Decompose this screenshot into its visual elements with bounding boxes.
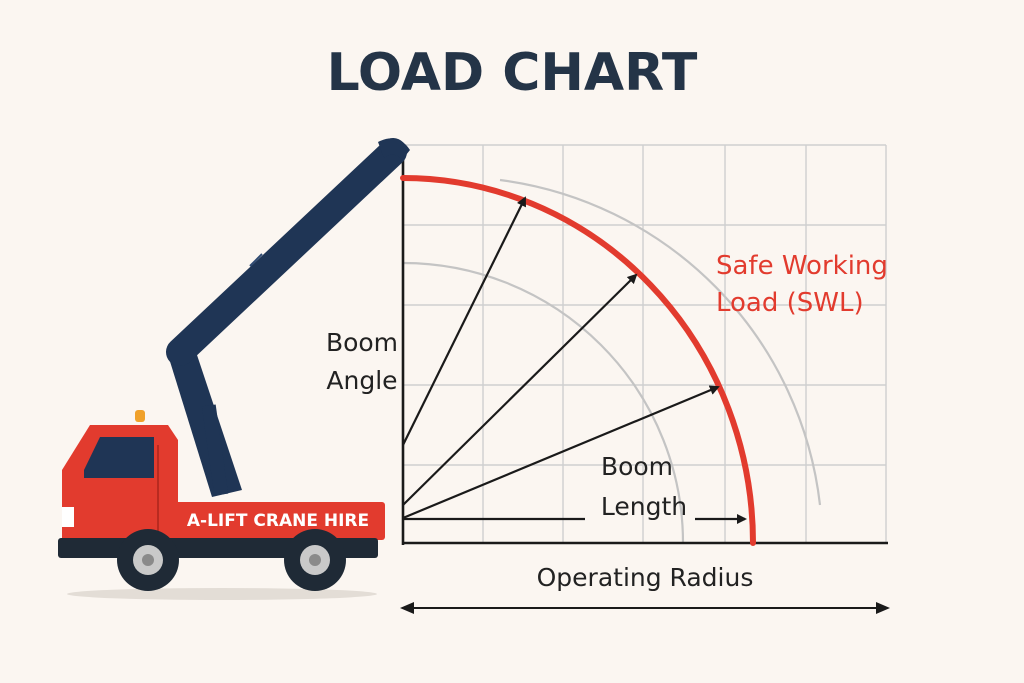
- radius-arcs: [402, 178, 822, 544]
- swl-curve: [400, 175, 756, 546]
- truck-shadow: [67, 588, 377, 600]
- boom-length-label-2: Length: [601, 492, 687, 521]
- chart-grid: [403, 144, 887, 543]
- operating-radius-label: Operating Radius: [537, 563, 754, 592]
- rear-wheel-icon: [284, 529, 346, 591]
- chart-axes: [401, 145, 888, 545]
- truck-brand-text: A-LIFT CRANE HIRE: [187, 511, 369, 531]
- boom-lines: [402, 196, 747, 524]
- crane-truck: A-LIFT CRANE HIRE: [58, 138, 410, 600]
- swl-label-2: Load (SWL): [716, 288, 864, 318]
- front-wheel-icon: [117, 529, 179, 591]
- boom-line-mid: [402, 273, 638, 506]
- truck-bed: [170, 502, 385, 540]
- boom-length-label-1: Boom: [601, 452, 673, 481]
- headlight-icon: [62, 507, 74, 527]
- boom-angle-label-1: Boom: [326, 328, 398, 357]
- boom-line-low: [402, 385, 720, 520]
- cab-window: [84, 437, 154, 478]
- boom-angle-label-2: Angle: [326, 366, 397, 395]
- page-title: LOAD CHART: [327, 43, 698, 103]
- crane-boom-icon: [166, 138, 410, 497]
- operating-radius-arrow: [400, 602, 890, 614]
- beacon-light-icon: [135, 410, 145, 422]
- swl-label-1: Safe Working: [716, 251, 888, 281]
- boom-line-steep: [402, 196, 526, 446]
